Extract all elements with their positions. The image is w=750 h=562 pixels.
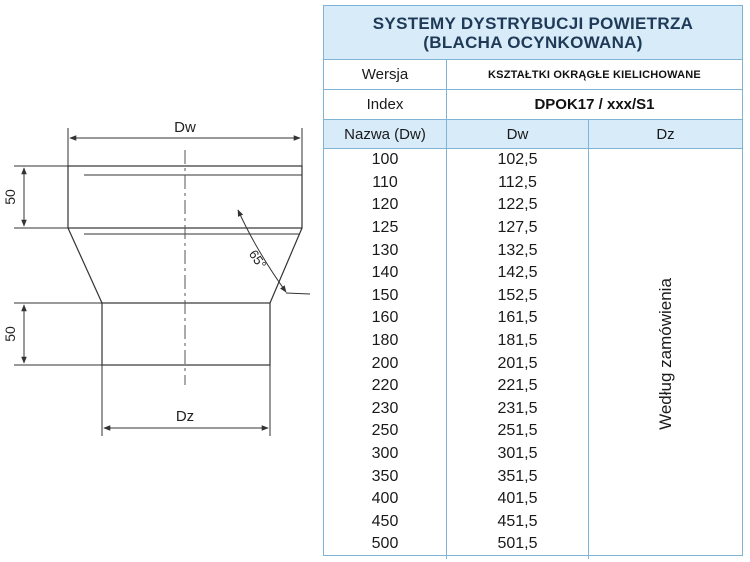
spec-table: SYSTEMY DYSTRYBUCJI POWIETRZA (BLACHA OC… (323, 5, 743, 559)
reducer-drawing-svg: Dw 50 50 Dz 65° (2, 119, 311, 436)
angle-leader (285, 292, 311, 295)
title-line-1: SYSTEMY DYSTRYBUCJI POWIETRZA (372, 13, 694, 33)
name-cell: 125 (371, 219, 399, 237)
table-title: SYSTEMY DYSTRYBUCJI POWIETRZA (BLACHA OC… (324, 6, 742, 60)
upper-height-label: 50 (2, 189, 18, 205)
dw-cell: 142,5 (497, 264, 538, 282)
dw-cell: 451,5 (497, 512, 538, 530)
name-cell: 500 (371, 535, 399, 553)
dw-cell: 102,5 (497, 151, 538, 169)
cone-left-edge (67, 227, 103, 304)
name-cell: 230 (371, 399, 399, 417)
name-cell: 200 (371, 354, 399, 372)
dw-cell: 152,5 (497, 286, 538, 304)
technical-drawing: Dw 50 50 Dz 65° (0, 0, 322, 562)
dw-cell: 201,5 (497, 354, 538, 372)
dw-cell: 112,5 (498, 173, 537, 191)
name-cell: 250 (371, 422, 399, 440)
dw-cell: 132,5 (497, 241, 538, 259)
name-cell: 400 (371, 490, 399, 508)
name-cell: 180 (371, 332, 399, 350)
column-header-row: Nazwa (Dw) Dw Dz (324, 120, 742, 149)
dw-cell: 251,5 (497, 422, 538, 440)
dw-cell: 301,5 (497, 445, 538, 463)
name-cell: 150 (371, 286, 399, 304)
dw-cell: 231,5 (497, 399, 538, 417)
dw-label: Dw (174, 119, 196, 136)
col-header-name: Nazwa (Dw) (324, 120, 447, 148)
version-row: Wersja KSZTAŁTKI OKRĄGŁE KIELICHOWANE (324, 60, 742, 90)
dz-note: Według zamówienia (655, 278, 675, 430)
lower-spigot (101, 302, 271, 366)
name-cell: 100 (371, 151, 399, 169)
version-value: KSZTAŁTKI OKRĄGŁE KIELICHOWANE (488, 68, 701, 81)
title-line-2: (BLACHA OCYNKOWANA) (423, 32, 643, 52)
dw-cell: 351,5 (497, 467, 538, 485)
name-cell: 450 (371, 512, 399, 530)
version-label: Wersja (324, 60, 447, 89)
name-cell: 140 (371, 264, 399, 282)
col-header-dw: Dw (447, 120, 589, 148)
dz-label: Dz (176, 408, 194, 425)
name-cell: 300 (371, 445, 399, 463)
name-cell: 160 (371, 309, 399, 327)
name-cell: 220 (371, 377, 399, 395)
name-cell: 350 (371, 467, 399, 485)
lower-height-label: 50 (2, 326, 18, 342)
dw-column: 102,5 112,5 122,5 127,5 132,5 142,5 152,5 161,5… (447, 149, 589, 559)
table-body: 100 110 120 125 130 140 150 160 180 200 220 230 250 3… (324, 149, 742, 559)
index-row: Index DPOK17 / xxx/S1 (324, 90, 742, 120)
dw-cell: 501,5 (497, 535, 538, 553)
dw-cell: 221,5 (497, 377, 538, 395)
angle-arc (237, 209, 287, 293)
dw-cell: 401,5 (497, 490, 538, 508)
dw-cell: 181,5 (497, 332, 538, 350)
dw-cell: 127,5 (497, 219, 538, 237)
dz-column: Według zamówienia (589, 149, 742, 559)
names-column: 100 110 120 125 130 140 150 160 180 200 220 230 250 3… (324, 149, 447, 559)
dw-cell: 122,5 (497, 196, 538, 214)
name-cell: 120 (371, 196, 399, 214)
name-cell: 110 (372, 173, 398, 191)
name-cell: 130 (371, 241, 399, 259)
index-label: Index (324, 90, 447, 119)
angle-label: 65° (246, 247, 270, 272)
col-header-dz: Dz (656, 125, 675, 143)
dw-cell: 161,5 (497, 309, 538, 327)
index-value: DPOK17 / xxx/S1 (534, 96, 655, 113)
